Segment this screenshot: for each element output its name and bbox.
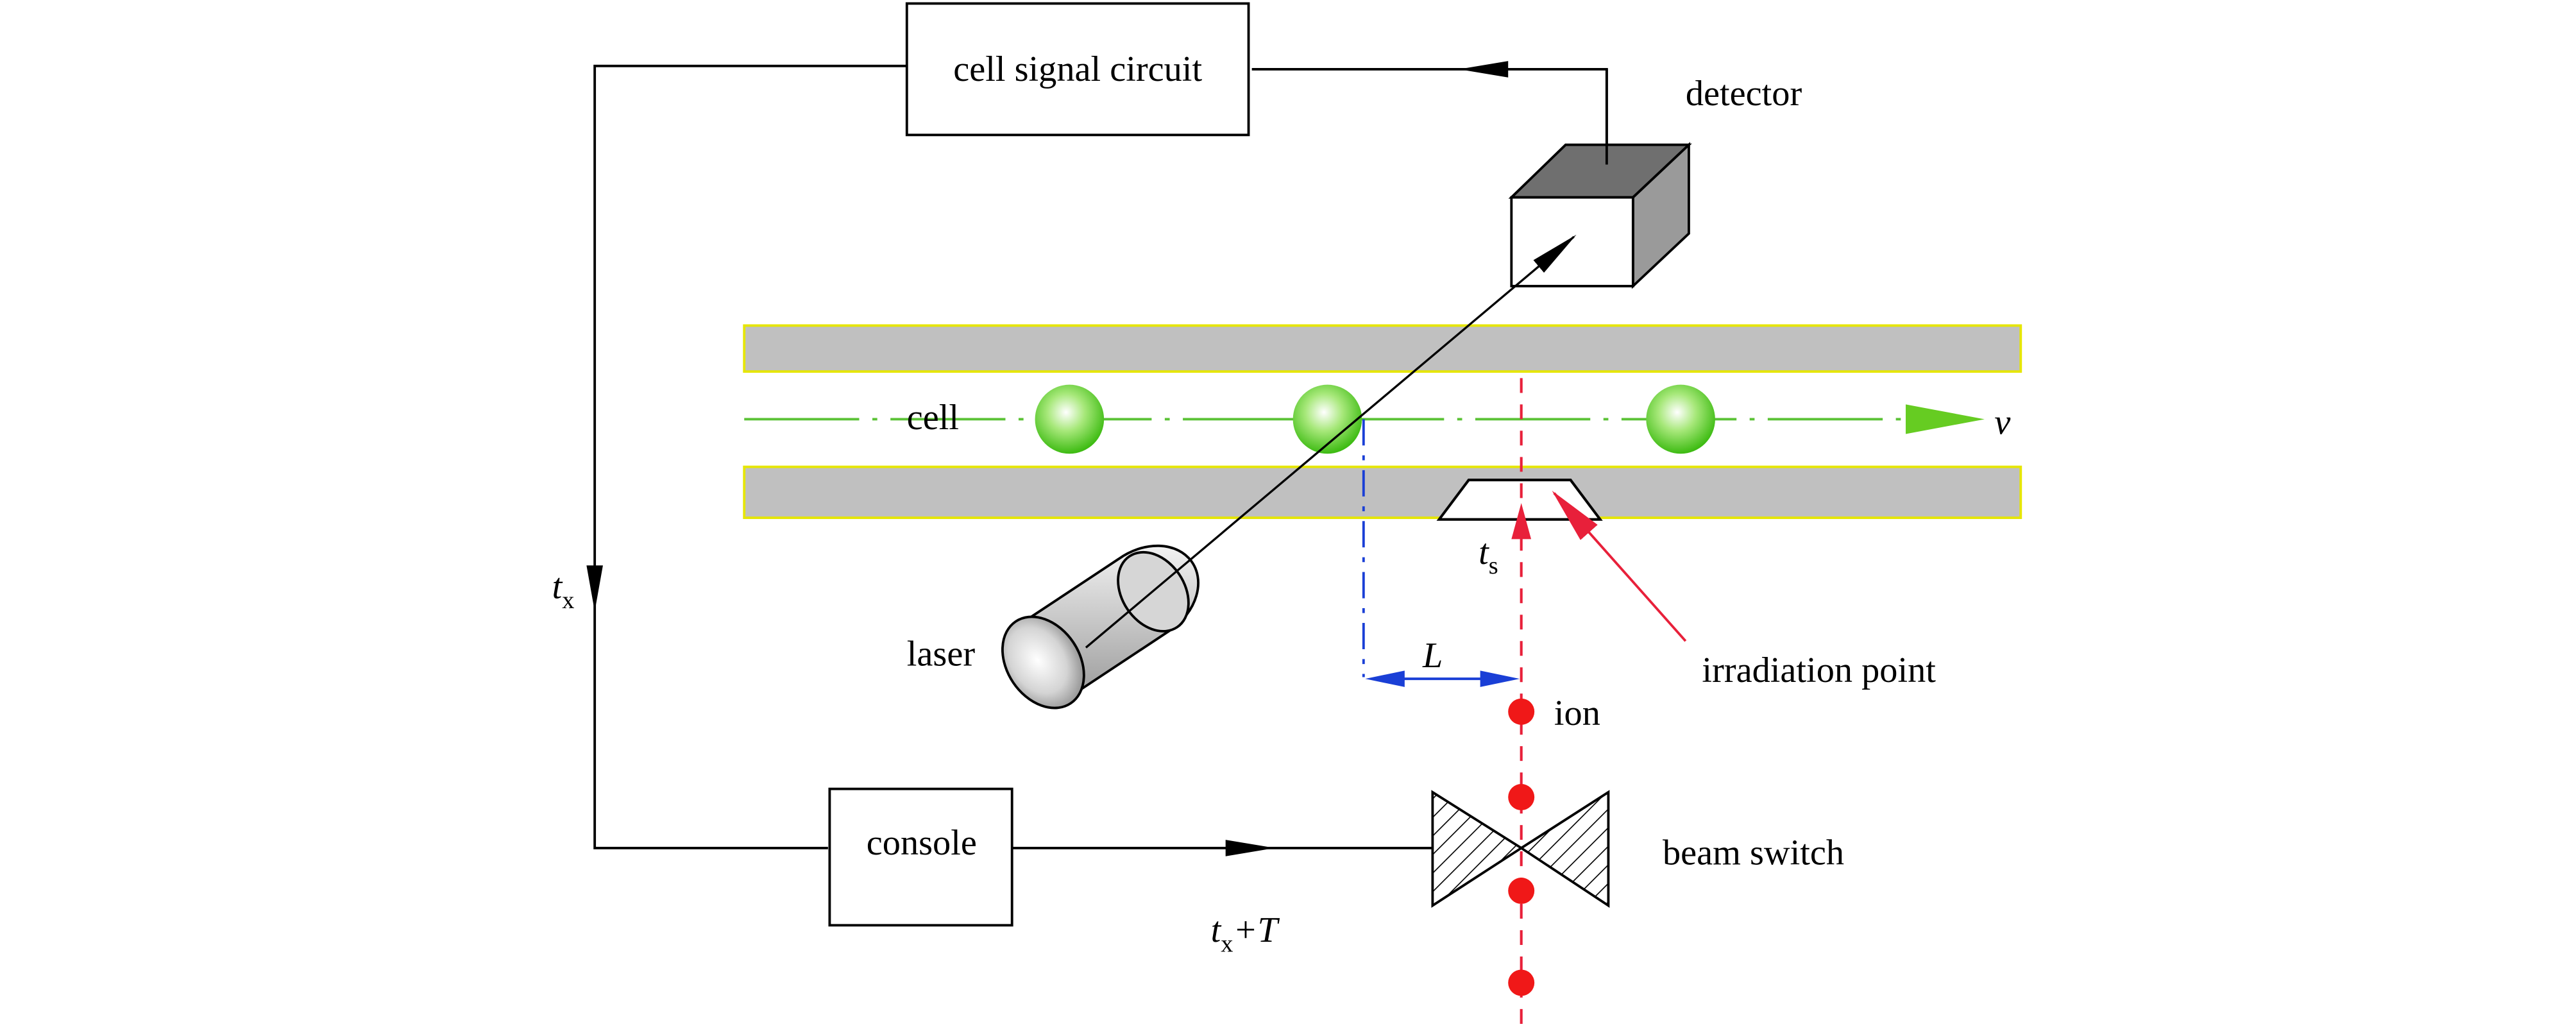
flow-arrow-icon: [1906, 404, 1985, 434]
ts-main: t: [1479, 532, 1489, 572]
laser-cylinder-icon: [1001, 544, 1199, 710]
L-arrow-left-icon: [1365, 670, 1405, 687]
txT-suffix: +T: [1233, 910, 1280, 950]
beam-switch-label: beam switch: [1663, 833, 1844, 873]
arrowhead-down-icon: [586, 565, 603, 612]
cell-sphere-icon: [1292, 384, 1362, 454]
detector-to-circuit-line: [1251, 67, 1608, 165]
distance-measure: [1362, 419, 1520, 687]
arrowhead-to-circuit-icon: [1459, 61, 1509, 78]
L-arrow-right-icon: [1480, 670, 1520, 687]
velocity-label: v: [1994, 403, 2010, 443]
beam-switch-icon: [1431, 790, 1610, 908]
txT-sub: x: [1221, 930, 1233, 957]
ion-dot-icon: [1508, 878, 1535, 905]
ion-beam-arrow-icon: [1511, 503, 1532, 540]
cell-sphere-icon: [1646, 384, 1715, 454]
detector-label: detector: [1686, 74, 1802, 114]
cell-signal-circuit-label: cell signal circuit: [953, 49, 1202, 89]
ts-sub: s: [1489, 552, 1498, 579]
L-label: L: [1422, 636, 1443, 676]
ions: [1508, 698, 1535, 996]
ion-label: ion: [1554, 693, 1600, 733]
console-label: console: [867, 823, 977, 863]
cell-label: cell: [907, 398, 959, 438]
ion-dot-icon: [1508, 969, 1535, 996]
signal-loop: [593, 64, 1608, 849]
flow-tube: [743, 324, 2022, 521]
ion-dot-icon: [1508, 784, 1535, 811]
cells: [1035, 384, 1715, 454]
circuit-to-console-line: [593, 64, 907, 849]
tx-main: t: [552, 567, 563, 607]
irradiation-pointer: [1552, 490, 1687, 642]
console-box: console: [828, 787, 1013, 927]
cell-signal-circuit-box: cell signal circuit: [905, 2, 1250, 137]
laser-beam: [1085, 234, 1577, 649]
irradiation-point-label: irradiation point: [1702, 651, 1936, 690]
tube-upper-wall: [743, 324, 2022, 373]
cell-sphere-icon: [1035, 384, 1105, 454]
laser-label: laser: [907, 634, 976, 674]
tx-label: tx: [552, 567, 575, 614]
txT-main: t: [1211, 910, 1222, 950]
detector-box-icon: [1508, 142, 1692, 289]
ts-label: ts: [1479, 532, 1498, 579]
arrowhead-to-switch-icon: [1225, 840, 1275, 856]
tube-lower-wall: [743, 465, 2022, 520]
tx-sub: x: [562, 587, 574, 614]
ion-dot-icon: [1508, 698, 1535, 725]
txT-label: tx+T: [1211, 910, 1280, 957]
